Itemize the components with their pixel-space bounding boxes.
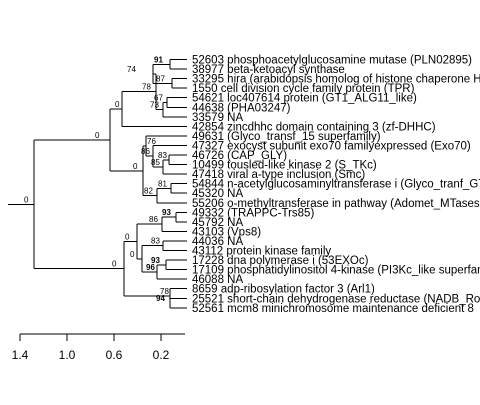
support-value: 0 — [95, 131, 100, 140]
support-value: 86 — [141, 147, 150, 156]
leaf-label: 52561 mcm8 minichromosome maintenance de… — [192, 303, 474, 315]
support-value: 0 — [133, 162, 138, 171]
leaf-label: 8659 adp-ribosylation factor 3 (Arl1) — [192, 284, 375, 296]
support-value: 73 — [150, 101, 159, 110]
support-value: 91 — [154, 55, 163, 64]
leaf-label: 54844 n-acetylglucosaminyltransferase i … — [192, 179, 480, 191]
leaf-label: 1550 cell division cycle family protein … — [192, 83, 415, 95]
leaf-label: 10499 tousled-like kinase 2 (S_TKc) — [192, 160, 377, 172]
support-value: 0 — [24, 195, 29, 204]
leaf-label: 43103 (Vps8) — [192, 226, 261, 238]
support-value: 83 — [151, 237, 160, 246]
support-value: 0 — [130, 250, 135, 259]
leaf-label: 43112 protein kinase family — [192, 246, 331, 258]
support-value: 81 — [158, 179, 167, 188]
support-value: 86 — [149, 215, 158, 224]
support-value: 96 — [146, 263, 155, 272]
support-value: 83 — [158, 151, 167, 160]
leaf-label: 49631 (Glyco_transf_15 superfamily) — [192, 131, 381, 143]
support-value: 85 — [151, 158, 160, 167]
leaf-label: 54621 loc407614 protein (GT1_ALG11_like) — [192, 93, 417, 105]
leaf-label: 33295 hira (arabidopsis homolog of histo… — [192, 74, 480, 86]
leaf-label: 44638 (PHA03247) — [192, 102, 291, 114]
leaf-label: 45792 NA — [192, 217, 243, 229]
support-value: 0 — [115, 100, 120, 109]
leaf-label: 45320 NA — [192, 188, 243, 200]
support-value: 93 — [151, 256, 160, 265]
support-value: 74 — [127, 65, 136, 74]
leaf-label: 46088 NA — [192, 274, 243, 286]
tree-branches — [8, 59, 187, 309]
leaf-label: 38977 beta-ketoacyl synthase — [192, 64, 345, 76]
support-value: 0 — [125, 233, 130, 242]
leaf-label: 55206 o-methyltransferase in pathway (Ad… — [192, 198, 480, 210]
leaf-label: 52603 phosphoacetylglucosamine mutase (P… — [192, 55, 472, 67]
support-value: 76 — [147, 137, 156, 146]
axis-tick-label: 0.6 — [106, 348, 123, 362]
support-value: 78 — [160, 287, 169, 296]
leaf-label: 17228 dna polymerase i (53EXOc) — [192, 255, 369, 267]
leaf-label: 33579 NA — [192, 112, 243, 124]
support-value: 93 — [162, 208, 171, 217]
support-value: 0 — [112, 260, 117, 269]
leaf-label: 47418 viral a-type inclusion (Smc) — [192, 169, 365, 181]
support-value: 87 — [156, 74, 165, 83]
axis-tick-label: 1.4 — [12, 348, 29, 362]
support-values: 9187746773780838586768182009386839396009… — [24, 55, 171, 303]
leaf-labels: 52603 phosphoacetylglucosamine mutase (P… — [192, 55, 480, 315]
support-value: 78 — [142, 83, 151, 92]
axis-tick-label: 1.0 — [59, 348, 76, 362]
support-value: 67 — [154, 93, 163, 102]
distance-axis: 1.4 1.0 0.6 0.2 — [12, 333, 185, 362]
support-value: 82 — [144, 187, 153, 196]
leaf-label: 17109 phosphatidylinositol 4-kinase (PI3… — [192, 265, 480, 277]
leaf-label: 47327 exocyst subunit exo70 familyexpres… — [192, 140, 471, 152]
leaf-label: 46726 (CAP_GLY) — [192, 150, 287, 162]
leaf-label: 49332 (TRAPPC-Trs85) — [192, 207, 314, 219]
support-value: 94 — [156, 294, 165, 303]
leaf-label: 44036 NA — [192, 236, 243, 248]
leaf-label: 42854 zincdhhc domain containing 3 (zf-D… — [192, 121, 436, 133]
axis-tick-label: 0.2 — [153, 348, 170, 362]
leaf-label: 25521 short-chain dehydrogenase reductas… — [192, 293, 480, 305]
